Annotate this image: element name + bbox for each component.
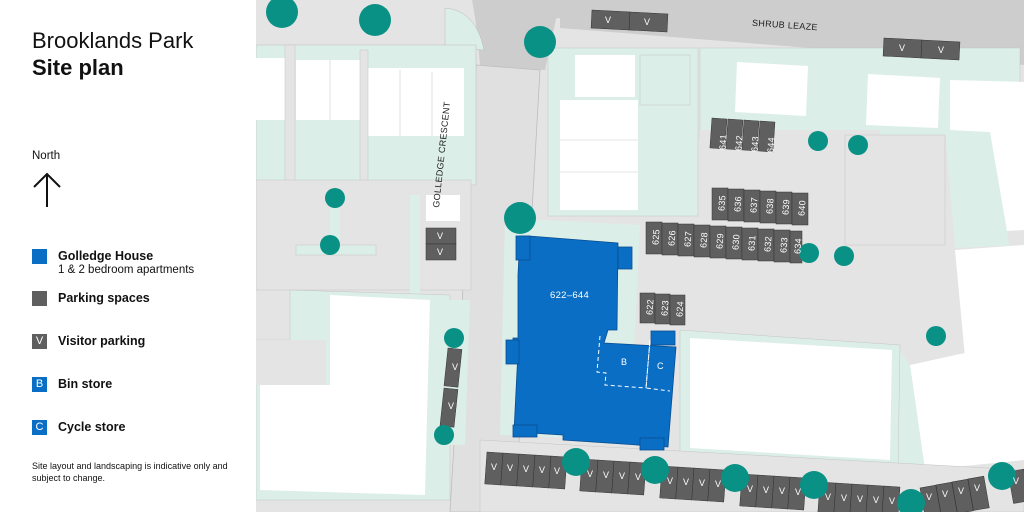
visitor-bay-label: V — [841, 493, 848, 503]
legend-label: Golledge House — [58, 249, 154, 263]
parking-space-number: 625 — [650, 228, 662, 246]
north-label: North — [32, 150, 61, 162]
legend-panel: Brooklands Park Site plan North Golledge… — [0, 0, 256, 512]
legend-item-cycle-store: C Cycle store — [32, 419, 125, 435]
blue-swatch-icon — [32, 249, 47, 264]
visitor-bay-label: V — [942, 489, 949, 499]
parking-space-number: 622 — [644, 298, 656, 316]
parking-space-number: 638 — [764, 197, 776, 215]
visitor-bay-label: V — [1013, 476, 1020, 486]
parking-space-number: 639 — [780, 198, 792, 216]
parking-row-641-644 — [709, 117, 776, 153]
parking-space-number: 626 — [666, 229, 678, 247]
parking-space-number: 636 — [732, 195, 744, 213]
visitor-bay-label: V — [603, 470, 610, 480]
parking-space-number: 640 — [796, 199, 808, 217]
parking-space-number: 628 — [698, 231, 710, 249]
site-map-drawing — [256, 0, 1024, 512]
visitor-bay-label: V — [715, 479, 722, 489]
visitor-bay-label: V — [587, 469, 594, 479]
legend-label: Visitor parking — [58, 334, 146, 348]
legend-item-visitor-parking: V Visitor parking — [32, 333, 145, 349]
parking-space-number: 633 — [778, 236, 790, 254]
parking-space-number: 631 — [746, 234, 758, 252]
parking-row-635-640 — [711, 187, 809, 226]
parking-space-number: 644 — [765, 136, 777, 154]
visitor-bay-label: V — [554, 466, 561, 476]
visitor-bay-label: V — [699, 478, 706, 488]
parking-space-number: 634 — [792, 237, 804, 255]
visitor-bay-label: V — [926, 492, 933, 502]
visitor-bay-label: V — [448, 401, 455, 411]
cycle-store-label: C — [657, 361, 664, 371]
visitor-bay-label: V — [873, 495, 880, 505]
visitor-bay-label: V — [974, 483, 981, 493]
visitor-bays — [425, 9, 961, 428]
visitor-bay-label: V — [452, 362, 459, 372]
golledge-house[interactable] — [505, 235, 677, 451]
visitor-bay-label: V — [899, 43, 906, 53]
parking-space-number: 632 — [762, 235, 774, 253]
parking-space-number: 623 — [659, 299, 671, 317]
golledge-house-label: 622–644 — [550, 290, 590, 301]
legend-item-bin-store: B Bin store — [32, 376, 112, 392]
visitor-bay-label: V — [667, 476, 674, 486]
visitor-bay-label: V — [763, 485, 770, 495]
visitor-bay-label: V — [605, 15, 612, 25]
disclaimer: Site layout and landscaping is indicativ… — [32, 461, 228, 483]
legend-label: Cycle store — [58, 420, 126, 434]
visitor-bay-label: V — [889, 496, 896, 506]
north-arrow-icon — [33, 172, 61, 207]
bin-swatch-icon: B — [32, 377, 47, 392]
visitor-bay-label: V — [683, 477, 690, 487]
parking-space-number: 629 — [714, 232, 726, 250]
parking-space-number: 635 — [716, 194, 728, 212]
bin-store-label: B — [621, 357, 628, 367]
grey-swatch-icon — [32, 291, 47, 306]
visitor-bay-label: V — [523, 464, 530, 474]
visitor-bay-label: V — [938, 45, 945, 55]
visitor-bay-label: V — [437, 247, 444, 257]
parking-space-number: 643 — [749, 135, 761, 153]
legend-sublabel: 1 & 2 bedroom apartments — [58, 264, 195, 276]
page-title: Site plan — [32, 55, 124, 80]
visitor-bay-label: V — [491, 462, 498, 472]
visitor-swatch-icon: V — [32, 334, 47, 349]
visitor-bay-label: V — [779, 486, 786, 496]
site-name: Brooklands Park — [32, 28, 194, 53]
legend-item-parking: Parking spaces — [32, 290, 150, 306]
parking-space-number: 637 — [748, 196, 760, 214]
legend-label: Parking spaces — [58, 291, 150, 305]
trees — [266, 0, 1016, 512]
visitor-bay-label: V — [635, 472, 642, 482]
parking-row-622-624 — [639, 292, 686, 326]
visitor-bay-label: V — [747, 484, 754, 494]
parking-row-625-634 — [645, 221, 803, 264]
visitor-bay-label: V — [644, 17, 651, 27]
parking-space-number: 642 — [733, 134, 745, 152]
legend-item-golledge-house: Golledge House 1 & 2 bedroom apartments — [32, 248, 194, 277]
parking-space-number: 641 — [717, 133, 729, 151]
visitor-bay-label: V — [795, 487, 802, 497]
parking-space-number: 630 — [730, 233, 742, 251]
legend-label: Bin store — [58, 377, 113, 391]
visitor-bay-label: V — [857, 494, 864, 504]
visitor-bay-label: V — [825, 492, 832, 502]
visitor-bay-label: V — [619, 471, 626, 481]
parking-space-number: 627 — [682, 230, 694, 248]
visitor-bay-label: V — [539, 465, 546, 475]
visitor-bay-label: V — [437, 231, 444, 241]
visitor-bay-label: V — [958, 486, 965, 496]
visitor-bay-label: V — [507, 463, 514, 473]
parking-space-number: 624 — [674, 300, 686, 318]
cycle-swatch-icon: C — [32, 420, 47, 435]
site-map[interactable]: SHRUB LEAZE GOLLEDGE CRESCENT 622–644 B … — [256, 0, 1024, 512]
